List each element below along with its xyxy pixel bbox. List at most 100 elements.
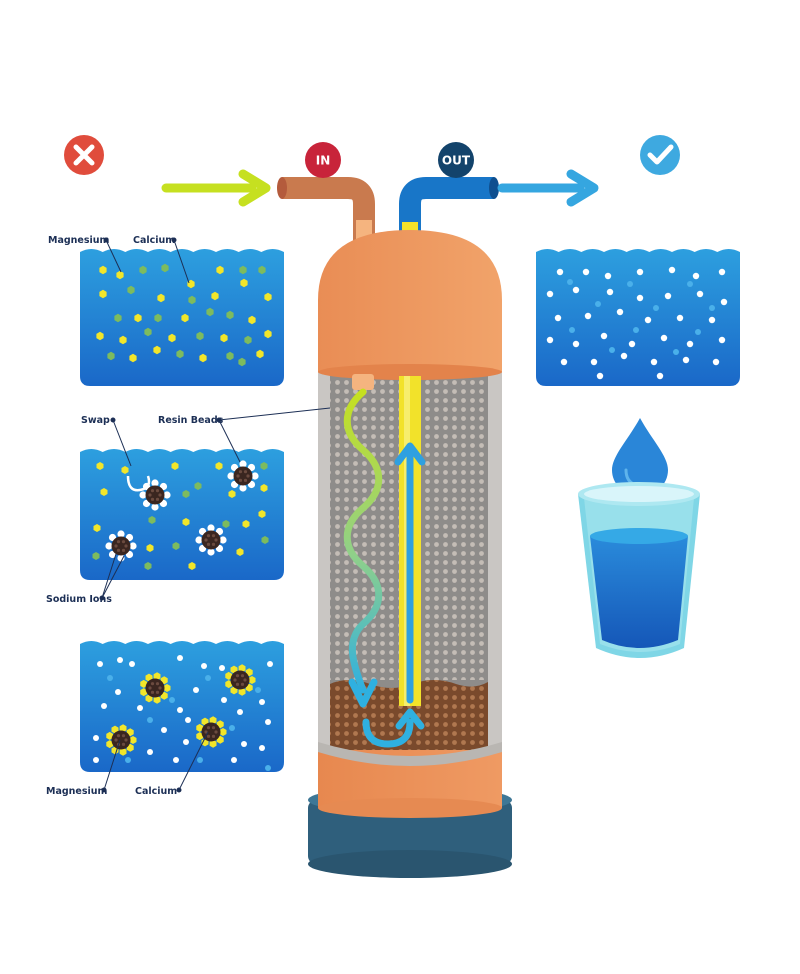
sodium-ion xyxy=(137,705,143,711)
calcium-ion xyxy=(119,724,127,733)
resin-bead-pore xyxy=(243,470,248,474)
resin-bead-core xyxy=(230,670,250,690)
water-bubble xyxy=(709,305,715,311)
resin-bead-pore xyxy=(124,738,128,742)
calcium-ion xyxy=(196,732,204,741)
sodium-ion xyxy=(117,530,125,538)
sodium-ion xyxy=(105,542,113,550)
resin-bead-pore xyxy=(150,690,155,694)
sodium-ion xyxy=(600,332,608,340)
resin-bead-pore xyxy=(150,489,155,493)
resin-bead-pore xyxy=(121,742,126,746)
magnesium-ion xyxy=(139,265,147,275)
calcium-label-bottom: Calcium xyxy=(135,786,177,797)
sodium-ion xyxy=(718,336,726,344)
magnesium-ion xyxy=(258,265,266,275)
magnesium-ion xyxy=(172,542,180,550)
calcium-ion xyxy=(99,289,107,299)
sodium-ion xyxy=(101,703,107,709)
sodium-ion xyxy=(628,340,636,348)
magnesium-label-bottom: Magnesium xyxy=(46,786,108,797)
resin-bead-pore xyxy=(114,544,118,548)
resin-bead xyxy=(225,664,256,696)
magnesium-ion xyxy=(176,349,184,359)
calcium-ion xyxy=(225,671,233,680)
resin-bead-pore xyxy=(236,474,240,478)
resin-bead-core xyxy=(145,678,165,698)
calcium-ion xyxy=(96,462,104,470)
calcium-ion xyxy=(100,488,108,496)
resin-bead-pore xyxy=(158,686,162,690)
sodium-ion xyxy=(554,314,562,322)
sodium-ion xyxy=(656,372,664,380)
sodium-ion xyxy=(241,741,247,747)
calcium-ion xyxy=(209,716,217,725)
water-bubble xyxy=(695,329,701,335)
sodium-ion xyxy=(259,745,265,751)
resin-bead-pore xyxy=(155,690,160,694)
sodium-ion xyxy=(117,657,123,663)
water-bubble xyxy=(205,675,211,681)
magnesium-ion xyxy=(239,265,247,275)
calcium-ion xyxy=(93,524,101,532)
sodium-ion xyxy=(239,460,247,468)
sodium-ion xyxy=(712,358,720,366)
calcium-ion xyxy=(196,723,204,732)
sodium-ion xyxy=(227,472,235,480)
sodium-ion xyxy=(207,548,215,556)
calcium-ion xyxy=(157,293,165,303)
magnesium-ion xyxy=(127,285,135,295)
resin-bead-pore xyxy=(211,726,216,730)
sodium-ion xyxy=(193,687,199,693)
calcium-ion xyxy=(256,349,264,359)
sodium-ion xyxy=(696,290,704,298)
water-bubble xyxy=(107,675,113,681)
resin-bead-pore xyxy=(246,474,250,478)
sodium-ion xyxy=(590,358,598,366)
resin-bead xyxy=(106,724,137,756)
calcium-ion xyxy=(242,520,250,528)
calcium-ion xyxy=(248,315,256,325)
resin-bead-pore xyxy=(155,497,160,501)
resin-bead-pore xyxy=(158,493,162,497)
out-label: OUT xyxy=(442,154,471,168)
calcium-ion xyxy=(264,329,272,339)
resin-bead-pore xyxy=(150,497,155,501)
resin-bead-pore xyxy=(214,538,218,542)
resin-bead-pore xyxy=(238,478,243,482)
sodium-ion xyxy=(546,336,554,344)
sodium-ion xyxy=(151,479,159,487)
resin-bead-pore xyxy=(235,674,240,678)
resin-bead-pore xyxy=(114,738,118,742)
magnesium-ion xyxy=(261,536,269,544)
resin-bead-pore xyxy=(155,682,160,686)
water-bubble xyxy=(673,349,679,355)
magnesium-ion xyxy=(238,357,246,367)
saturated-panel xyxy=(80,641,284,772)
water-bubble xyxy=(627,281,633,287)
sodium-ion xyxy=(718,268,726,276)
resin-bead-pore xyxy=(243,478,248,482)
magnesium-ion xyxy=(206,307,214,317)
resin-bead-pore xyxy=(116,540,121,544)
water-glass-icon xyxy=(578,482,700,658)
magnesium-ion xyxy=(114,313,122,323)
calcium-ion xyxy=(153,695,161,704)
calcium-ion xyxy=(216,265,224,275)
resin-bead-pore xyxy=(150,682,155,686)
calcium-ion xyxy=(264,292,272,302)
sodium-ion xyxy=(239,484,247,492)
sodium-ion xyxy=(582,268,590,276)
calcium-ion xyxy=(211,291,219,301)
sodium-ion xyxy=(173,757,179,763)
water-bubble xyxy=(197,757,203,763)
sodium-ion xyxy=(183,739,189,745)
resin-bead-pore xyxy=(116,548,121,552)
inlet-arrow xyxy=(161,169,271,207)
resin-bead-pore xyxy=(206,726,211,730)
calcium-ion xyxy=(129,736,137,744)
sodium-ion xyxy=(161,727,167,733)
water-bubble xyxy=(653,305,659,311)
sodium-ion xyxy=(636,294,644,302)
sodium-ion xyxy=(207,524,215,532)
